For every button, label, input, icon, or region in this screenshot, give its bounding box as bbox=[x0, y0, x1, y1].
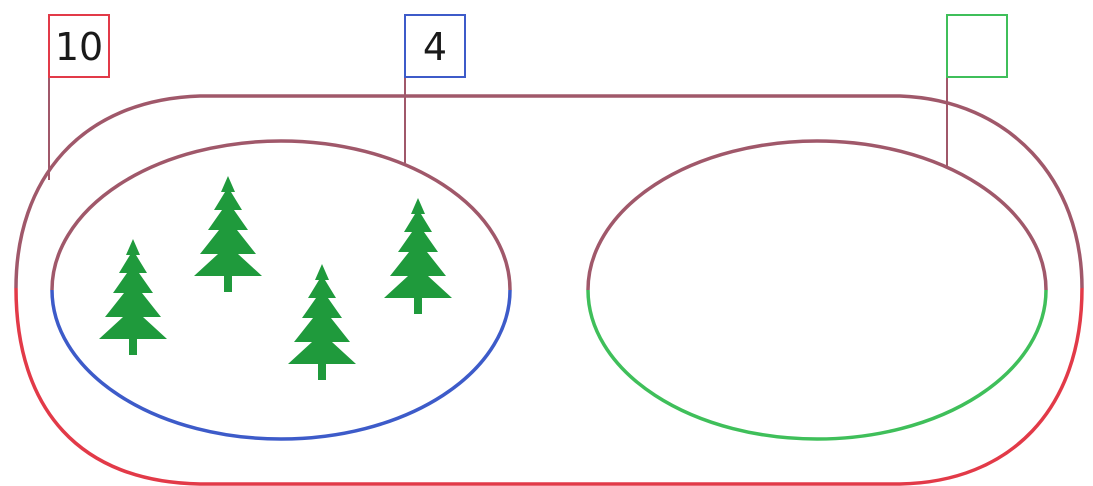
fir-tree-icon bbox=[384, 198, 452, 314]
left-part-trees bbox=[99, 176, 452, 380]
fir-tree-icon bbox=[99, 239, 167, 355]
left-part-count-box bbox=[404, 14, 466, 78]
left-part-count-label: 4 bbox=[423, 25, 447, 69]
right-part-count-box[interactable] bbox=[946, 14, 1008, 78]
right-part-outline-top bbox=[586, 139, 1048, 291]
right-part-outline-bottom bbox=[586, 289, 1048, 441]
left-part-outline-top bbox=[50, 139, 512, 291]
fir-tree-icon bbox=[288, 264, 356, 380]
fir-tree-icon bbox=[194, 176, 262, 292]
whole-count-box bbox=[48, 14, 110, 78]
left-part-outline-bottom bbox=[50, 289, 512, 441]
whole-count-label: 10 bbox=[55, 25, 103, 69]
whole-set-outline-top bbox=[14, 94, 1084, 289]
whole-set-outline-bottom bbox=[14, 287, 1084, 486]
